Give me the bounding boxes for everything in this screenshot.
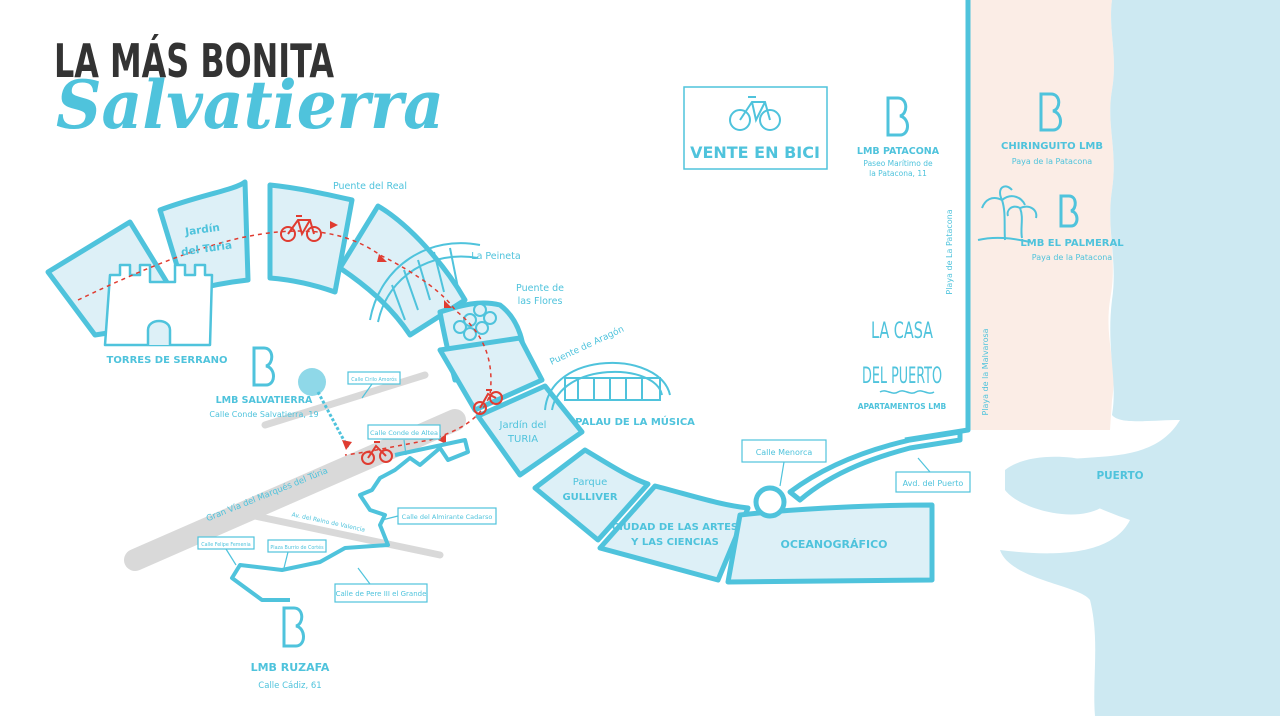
title-line1: LA MÁS BONITA <box>54 34 334 88</box>
beach-sand <box>968 0 1114 430</box>
lmb-logo-icon <box>252 92 1079 648</box>
street-playa-patacona: Playa de La Patacona <box>945 209 954 294</box>
pin-leader <box>316 391 350 449</box>
segment-ciudad <box>597 483 751 583</box>
castle-icon <box>103 263 214 347</box>
port-basin <box>1005 456 1110 515</box>
puente-flores-2: las Flores <box>518 296 563 307</box>
casa-puerto-sub: APARTAMENTOS LMB <box>858 402 947 411</box>
segment-peineta <box>337 203 468 338</box>
street-pere3: Calle de Pere III el Grande <box>336 590 427 598</box>
vente-en-bici-box[interactable] <box>683 86 828 170</box>
ciudad-2: Y LAS CIENCIAS <box>630 537 719 548</box>
torres-label: TORRES DE SERRANO <box>107 355 228 366</box>
coast <box>904 0 1280 716</box>
street-conde-altea: Calle Conde de Altea <box>370 429 438 437</box>
flower-icon <box>453 303 497 341</box>
jardin-bottom-2: TURIA <box>507 434 538 445</box>
gulliver-2: GULLIVER <box>562 492 617 503</box>
lmb-patacona-name: LMB PATACONA <box>857 146 940 157</box>
chiringuito-address: Paya de la Patacona <box>1012 157 1093 166</box>
jardin-top-1: Jardín <box>184 222 221 239</box>
street-almirante: Calle del Almirante Cadarso <box>402 513 493 521</box>
segment-east <box>787 429 963 503</box>
peineta-label: La Peineta <box>471 251 520 262</box>
ciudad-1: CIUDAD DE LAS ARTES <box>612 522 738 533</box>
lmb-patacona-address1: Paseo Marítimo de <box>863 159 933 168</box>
palau-icon <box>544 361 671 411</box>
salvatierra-name: LMB SALVATIERRA <box>216 395 313 406</box>
puente-flores-1: Puente de <box>516 283 564 294</box>
segment-jardin-bottom <box>475 383 585 478</box>
vente-en-bici-label: VENTE EN BICI <box>690 143 820 162</box>
chiringuito-name: CHIRINGUITO LMB <box>1001 141 1103 152</box>
street-playa-malvarosa: Playa de la Malvarosa <box>981 328 990 415</box>
street-menorca: Calle Menorca <box>756 448 813 457</box>
segment-real <box>267 182 355 295</box>
puerto-label: PUERTO <box>1096 470 1143 482</box>
bicycle-icon-3 <box>361 441 393 465</box>
sea <box>1000 0 1280 716</box>
street-label-boxes <box>197 371 971 603</box>
jardin-bottom-1: Jardín del <box>499 419 547 431</box>
street-avd-puerto: Avd. del Puerto <box>903 479 964 488</box>
palmeral-address: Paya de la Patacona <box>1032 253 1113 262</box>
title-line2: Salvatierra <box>56 66 444 144</box>
lmb-patacona-address2: la Patacona, 11 <box>869 169 927 178</box>
label-pointers <box>225 383 931 585</box>
turia-garden <box>45 179 963 585</box>
bicycle-icon <box>280 215 322 242</box>
puente-aragon-label: Puente de Aragón <box>548 324 626 368</box>
wave-icon <box>879 390 935 394</box>
oceanografico-label: OCEANOGRÁFICO <box>780 538 887 551</box>
segment-gulliver <box>532 447 651 543</box>
salvatierra-address: Calle Conde Salvatierra, 19 <box>209 410 318 419</box>
palau-label: PALAU DE LA MÚSICA <box>575 415 695 428</box>
gulliver-1: Parque <box>573 477 607 488</box>
peineta-bridge-icon <box>369 242 481 323</box>
casa-puerto-line1: LA CASA <box>871 319 933 344</box>
palm-tree-icon <box>977 185 1038 243</box>
street-lines <box>230 438 470 602</box>
street-burrio: Plaza Burrio de Cortés <box>270 544 324 551</box>
pin-arrow <box>342 440 352 450</box>
bicycle-icon-box <box>729 96 781 131</box>
ruzafa-address: Calle Cádiz, 61 <box>258 681 321 691</box>
palmeral-name: LMB EL PALMERAL <box>1020 238 1124 249</box>
casa-puerto-line2: DEL PUERTO <box>862 364 942 389</box>
ruzafa-name: LMB RUZAFA <box>251 661 330 674</box>
bicycle-icon-2 <box>473 389 503 415</box>
salvatierra-pin[interactable] <box>298 368 326 396</box>
street-felix: Calle Felipe Femenia <box>201 542 251 548</box>
street-cirilo: Calle Cirilo Amorós <box>351 376 397 383</box>
roundabout <box>753 485 787 519</box>
route-arrows <box>330 221 452 444</box>
puente-real-label: Puente del Real <box>333 181 407 192</box>
